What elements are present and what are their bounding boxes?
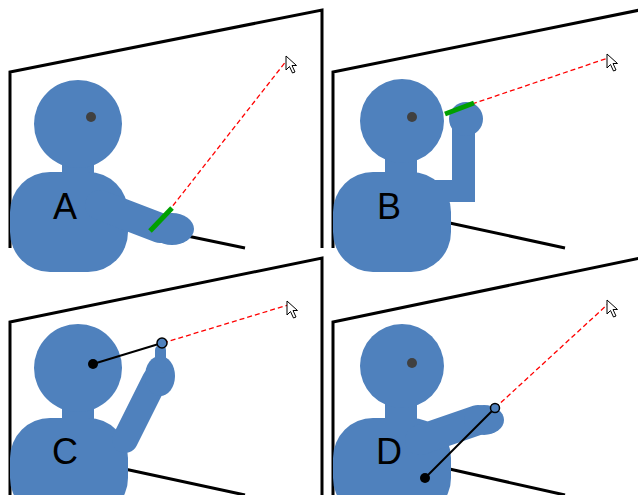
- person-figures: [10, 79, 504, 495]
- panel-letter: B: [377, 189, 401, 225]
- pointing-rays: [163, 58, 608, 408]
- joint-dots: [88, 338, 500, 483]
- panel-letter: D: [376, 434, 402, 470]
- device-markers: [150, 103, 474, 231]
- eye-hand-lines: [93, 343, 495, 478]
- eyes: [86, 112, 417, 368]
- cursor-icons: [286, 54, 618, 318]
- panel-letter: C: [52, 434, 78, 470]
- panel-letter: A: [53, 189, 77, 225]
